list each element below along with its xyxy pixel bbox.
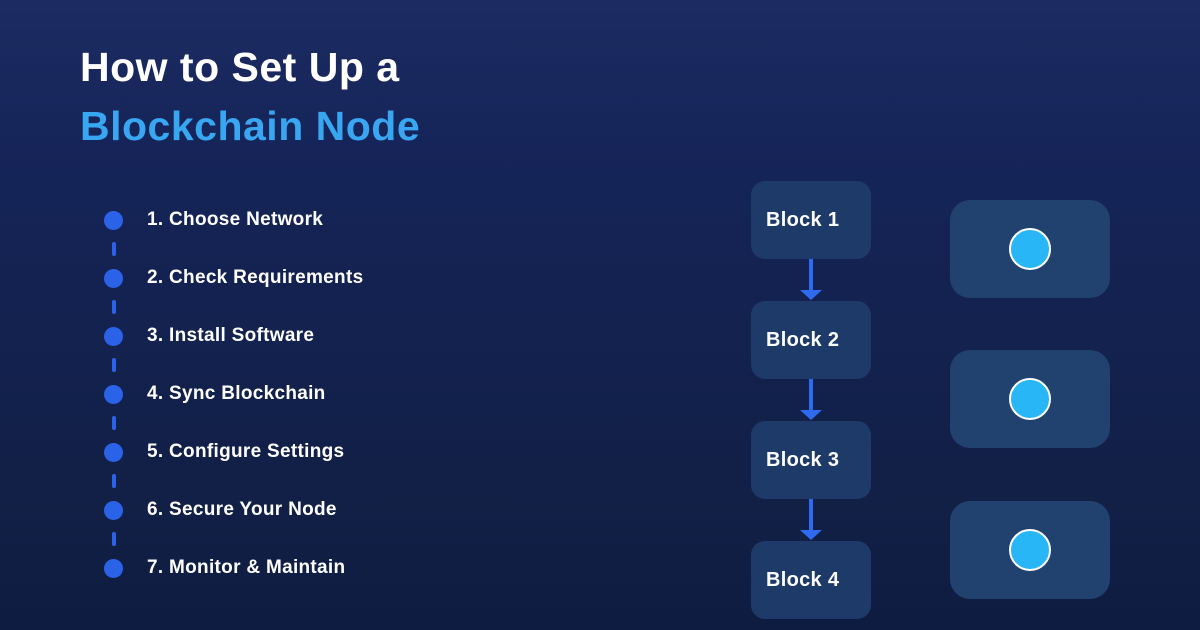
step-bullet-icon: [104, 442, 123, 462]
step-connector-line: [112, 358, 116, 372]
step-bullet-icon: [104, 210, 123, 230]
block-3: Block 3: [751, 421, 871, 499]
arrow-shaft: [809, 259, 813, 290]
step-bullet-icon: [104, 384, 123, 404]
step-item-3: 3. Install Software: [104, 307, 524, 365]
arrow-shaft: [809, 379, 813, 410]
step-label: 1. Choose Network: [147, 209, 324, 230]
node-card: [950, 200, 1110, 298]
arrow-head: [800, 410, 822, 420]
step-bullet-icon: [104, 268, 123, 288]
arrow-head: [800, 290, 822, 300]
step-connector-line: [112, 416, 116, 430]
title-line-1: How to Set Up a: [80, 44, 400, 90]
step-item-5: 5. Configure Settings: [104, 423, 524, 481]
node-card: [950, 501, 1110, 599]
title-line-2: Blockchain Node: [80, 103, 421, 149]
step-item-2: 2. Check Requirements: [104, 249, 524, 307]
arrow-down-icon: [751, 379, 871, 421]
arrow-down-icon: [751, 259, 871, 301]
step-connector-line: [112, 474, 116, 488]
step-label: 3. Install Software: [147, 325, 315, 346]
page-title: How to Set Up a Blockchain Node: [80, 38, 420, 156]
arrow-head: [800, 530, 822, 540]
step-connector-line: [112, 242, 116, 256]
node-circle-icon: [1009, 228, 1051, 270]
step-item-6: 6. Secure Your Node: [104, 481, 524, 539]
step-item-1: 1. Choose Network: [104, 191, 524, 249]
arrow-shaft: [809, 499, 813, 530]
blockchain-diagram: Block 1 Block 2 Block 3 Block 4: [751, 181, 871, 619]
block-1: Block 1: [751, 181, 871, 259]
step-label: 7. Monitor & Maintain: [147, 557, 346, 578]
arrow-down-icon: [751, 499, 871, 541]
step-label: 5. Configure Settings: [147, 441, 345, 462]
node-cards-column: [950, 200, 1110, 600]
block-4: Block 4: [751, 541, 871, 619]
block-2: Block 2: [751, 301, 871, 379]
node-card: [950, 350, 1110, 448]
step-label: 2. Check Requirements: [147, 267, 364, 288]
step-bullet-icon: [104, 326, 123, 346]
steps-list: 1. Choose Network 2. Check Requirements …: [104, 191, 524, 597]
node-circle-icon: [1009, 529, 1051, 571]
step-label: 6. Secure Your Node: [147, 499, 337, 520]
step-label: 4. Sync Blockchain: [147, 383, 326, 404]
step-bullet-icon: [104, 558, 123, 578]
step-connector-line: [112, 300, 116, 314]
step-item-4: 4. Sync Blockchain: [104, 365, 524, 423]
step-bullet-icon: [104, 500, 123, 520]
node-circle-icon: [1009, 378, 1051, 420]
step-item-7: 7. Monitor & Maintain: [104, 539, 524, 597]
step-connector-line: [112, 532, 116, 546]
